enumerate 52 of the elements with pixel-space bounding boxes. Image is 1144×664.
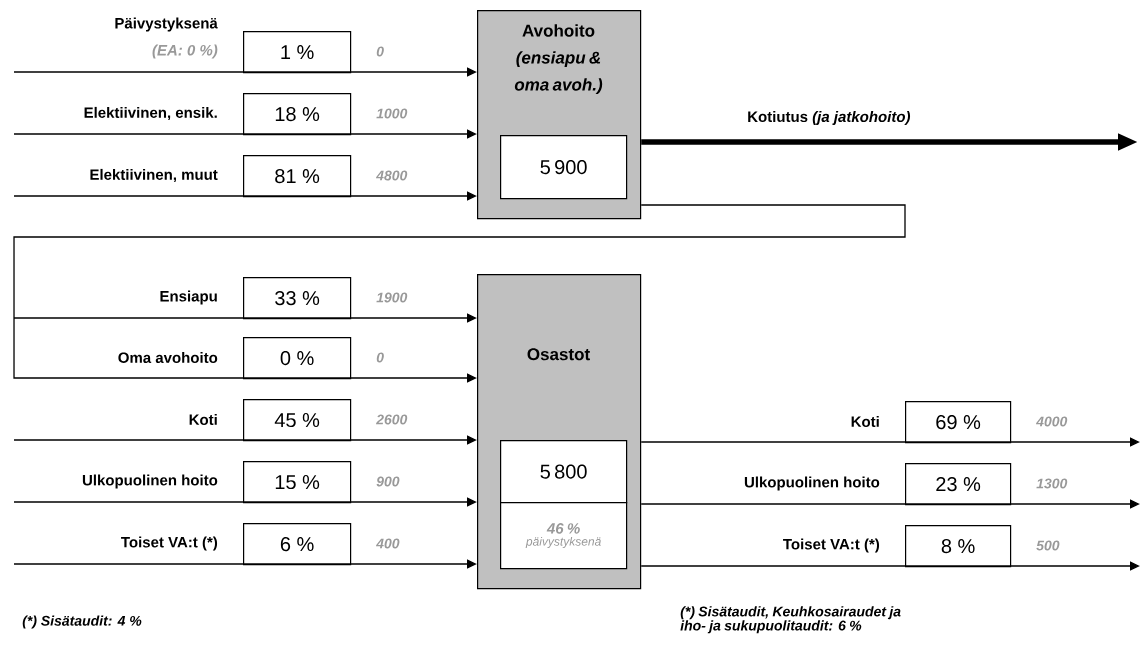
row-label: Toiset VA:t (*)	[121, 536, 218, 551]
percent-box: 69 %	[905, 401, 1012, 444]
percent-box: 33 %	[243, 277, 352, 320]
connector-line	[13, 204, 906, 319]
row-label: Elektiivinen, ensik.	[84, 106, 217, 121]
note-label: (EA: 0 %)	[152, 44, 218, 59]
arrow	[13, 191, 477, 201]
percent-box: 8 %	[905, 525, 1012, 568]
count-label: 4000	[1035, 416, 1068, 427]
arrow	[13, 317, 477, 383]
arrow	[640, 561, 1140, 571]
row-label: Ulkopuolinen hoito	[744, 476, 880, 491]
arrow	[13, 313, 477, 323]
value-box: 46 % päivystyksenä	[500, 502, 628, 570]
arrow	[640, 499, 1140, 509]
arrow	[13, 67, 477, 77]
arrow	[13, 435, 477, 445]
value-box: 5 800	[500, 440, 628, 504]
value-box: 5 900	[500, 135, 628, 200]
percent-box: 15 %	[243, 461, 352, 504]
percent-box: 1 %	[243, 31, 352, 74]
count-label: 1000	[376, 108, 408, 119]
percent-box: 81 %	[243, 155, 352, 198]
percent-box: 23 %	[905, 463, 1012, 506]
count-label: 2600	[376, 414, 408, 425]
row-label: Koti	[851, 416, 879, 427]
arrow	[13, 559, 477, 569]
arrow	[13, 129, 477, 139]
count-label: 1300	[1036, 478, 1068, 489]
percent-box: 6 %	[243, 523, 352, 566]
percent-box: 0 %	[243, 337, 352, 380]
count-label: 4800	[375, 170, 408, 181]
percent-box: 45 %	[243, 399, 352, 442]
row-label: Oma avohoito	[118, 352, 218, 363]
count-label: 0	[376, 46, 384, 57]
row-label: Toiset VA:t (*)	[783, 538, 880, 553]
count-label: 400	[375, 538, 400, 549]
footnote: (*) Sisätaudit, Keuhkosairaudet ja iho- ja sukupuolitaudit: 6 %	[680, 606, 901, 634]
percent-box: 18 %	[243, 93, 352, 136]
row-label: Elektiivinen, muut	[90, 168, 218, 183]
arrow	[640, 437, 1140, 447]
count-label: 0	[376, 352, 384, 363]
count-label: 500	[1036, 540, 1060, 551]
arrow	[13, 497, 477, 507]
row-label: Koti	[189, 414, 217, 425]
edge-label: Kotiutus (ja jatkohoito)	[746, 110, 912, 126]
count-label: 900	[376, 476, 400, 487]
row-label: Ensiapu	[160, 290, 217, 305]
row-label: Ulkopuolinen hoito	[82, 474, 218, 489]
footnote: (*) Sisätaudit: 4 %	[22, 615, 142, 629]
count-label: 1900	[376, 292, 408, 303]
row-label: Päivystyksenä	[115, 17, 218, 32]
